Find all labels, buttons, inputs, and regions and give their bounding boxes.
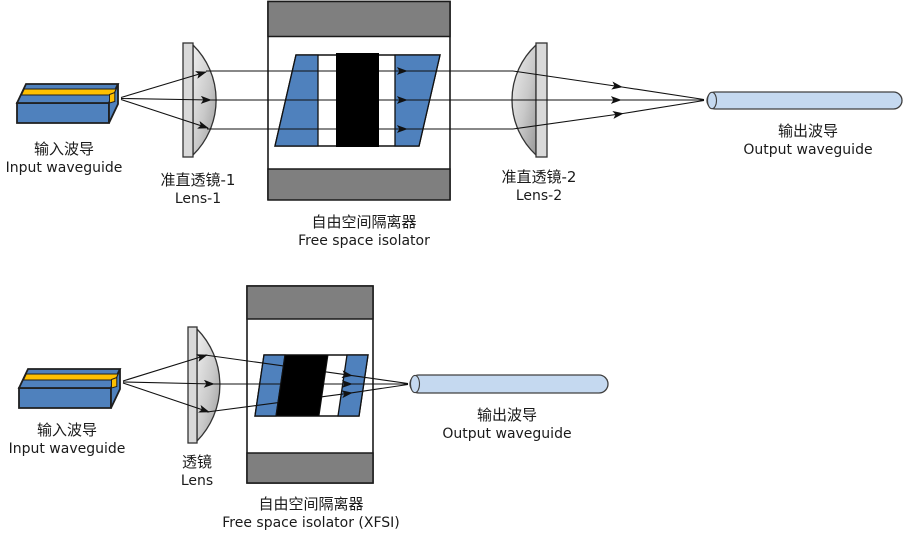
label-en: Input waveguide <box>8 441 126 457</box>
light-ray <box>122 354 208 382</box>
label-cn: 自由空间隔离器 <box>311 213 417 231</box>
isolator-label-bottom: 自由空间隔离器 Free space isolator (XFSI) <box>222 495 400 532</box>
magnet-block-top <box>246 285 374 320</box>
output-waveguide-label-top: 输出波导 Output waveguide <box>743 122 872 159</box>
light-ray <box>122 379 215 388</box>
faraday-rotator <box>336 53 379 147</box>
label-cn: 输入波导 <box>33 140 94 158</box>
label-cn: 准直透镜-1 <box>160 171 236 189</box>
label-cn: 输入波导 <box>36 421 97 439</box>
top-diagram <box>16 0 903 201</box>
label-en: Output waveguide <box>743 142 873 158</box>
label-cn: 自由空间隔离器 <box>258 495 364 513</box>
light-ray <box>512 110 624 130</box>
label-en: Free space isolator (XFSI) <box>222 515 400 531</box>
label-en: Lens-1 <box>174 191 222 207</box>
label-en: Free space isolator <box>298 233 430 249</box>
label-cn: 输出波导 <box>777 122 839 140</box>
lens <box>187 326 221 444</box>
light-ray <box>120 95 212 104</box>
input-waveguide-label-bottom: 输入波导 Input waveguide <box>9 421 126 458</box>
magnet-block-bottom <box>267 168 451 201</box>
magnet-block-bottom <box>246 452 374 484</box>
label-cn: 输出波导 <box>476 406 538 424</box>
label-en: Lens <box>180 473 214 489</box>
label-cn: 透镜 <box>181 453 212 471</box>
light-ray <box>621 86 705 101</box>
input-waveguide-label-top: 输入波导 Input waveguide <box>6 140 123 177</box>
input-waveguide <box>16 83 119 124</box>
light-ray <box>351 375 409 385</box>
label-en: Lens-2 <box>515 188 563 204</box>
lens-2-label: 准直透镜-2 Lens-2 <box>502 168 577 205</box>
light-ray <box>120 98 209 129</box>
output-waveguide <box>706 91 903 110</box>
light-ray <box>120 71 207 99</box>
light-ray <box>204 354 353 379</box>
faraday-rotator <box>275 354 329 417</box>
lens-label-bottom: 透镜 Lens <box>181 453 213 490</box>
label-en: Output waveguide <box>442 426 572 442</box>
label-en: Input waveguide <box>5 160 123 176</box>
light-ray <box>122 382 210 413</box>
label-cn: 准直透镜-2 <box>501 168 577 186</box>
bottom-diagram <box>18 285 609 484</box>
light-ray <box>622 99 705 115</box>
lens-1-label: 准直透镜-1 Lens-1 <box>161 171 236 208</box>
light-ray <box>512 70 623 90</box>
fiber-end-face <box>706 91 718 110</box>
light-rays-top <box>120 67 705 133</box>
fiber-end-face <box>409 374 421 394</box>
output-waveguide-label-bottom: 输出波导 Output waveguide <box>442 406 571 443</box>
light-ray <box>351 383 409 394</box>
magnet-block-top <box>267 0 451 38</box>
output-waveguide <box>409 374 609 394</box>
input-waveguide <box>18 368 121 409</box>
isolator-label-top: 自由空间隔离器 Free space isolator <box>298 213 430 250</box>
